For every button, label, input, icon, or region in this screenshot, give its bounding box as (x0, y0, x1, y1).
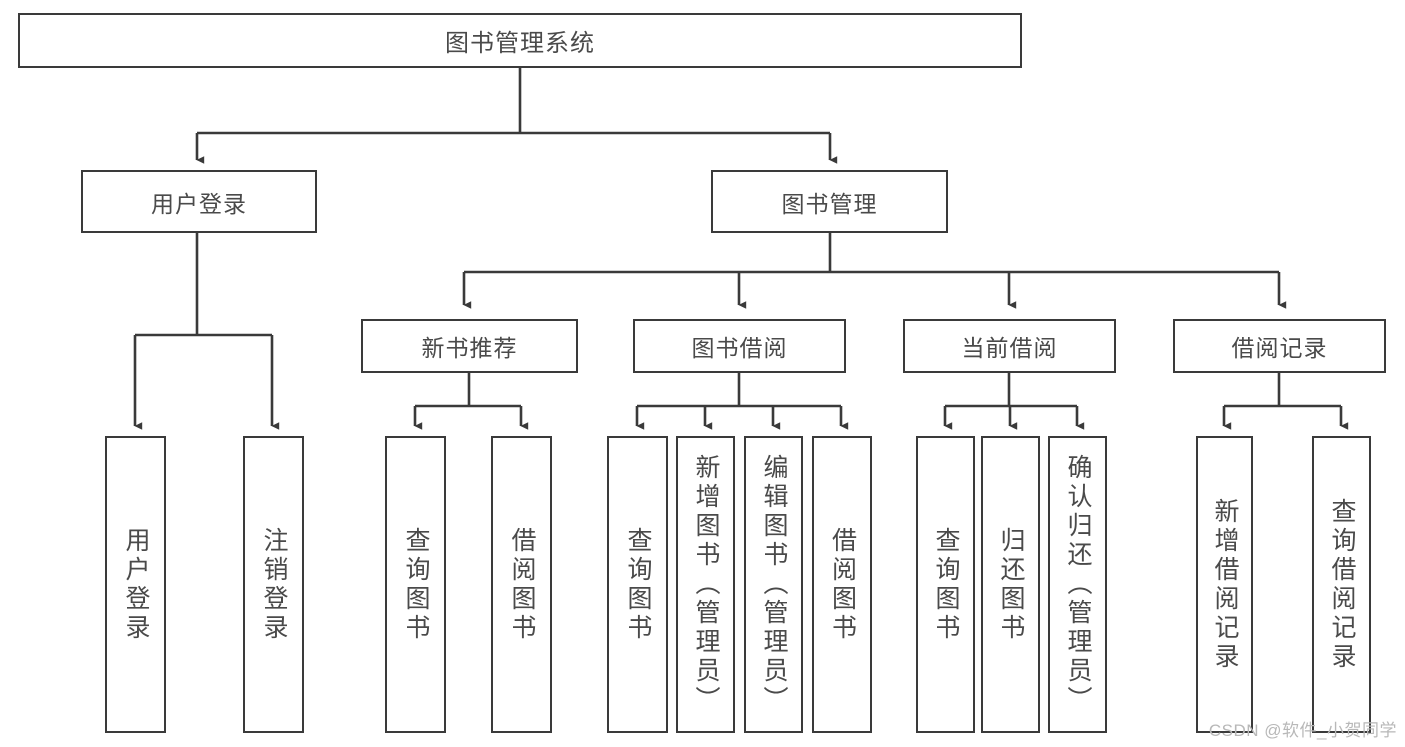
leaf-user-login: 用户登录 (105, 436, 166, 733)
node-root-system: 图书管理系统 (18, 13, 1022, 68)
leaf-label: 归还图书 (997, 526, 1025, 643)
csdn-watermark: CSDN @软件_小贺同学 (1208, 721, 1397, 740)
node-user-login: 用户登录 (81, 170, 317, 233)
leaf-label: 查询借阅记录 (1328, 497, 1356, 672)
leaf-label: 查询图书 (624, 526, 652, 643)
leaf-label: 借阅图书 (828, 526, 857, 643)
leaf-borrow-book-recommend: 借阅图书 (491, 436, 552, 733)
node-current-borrow: 当前借阅 (903, 319, 1116, 373)
node-book-borrow: 图书借阅 (633, 319, 846, 373)
leaf-label: 用户登录 (122, 526, 150, 643)
leaf-label: 新增借阅记录 (1211, 497, 1239, 672)
leaf-query-borrow-record: 查询借阅记录 (1312, 436, 1371, 733)
leaf-confirm-return-admin: 确认归还（管理员） (1048, 436, 1107, 733)
leaf-add-borrow-record: 新增借阅记录 (1196, 436, 1253, 733)
leaf-label: 确认归还（管理员） (1064, 454, 1092, 715)
node-book-management: 图书管理 (711, 170, 948, 233)
leaf-add-book-admin: 新增图书（管理员） (676, 436, 735, 733)
leaf-label: 编辑图书（管理员） (760, 454, 788, 715)
node-borrow-record: 借阅记录 (1173, 319, 1386, 373)
leaf-label: 新增图书（管理员） (692, 454, 720, 715)
leaf-logout-login: 注销登录 (243, 436, 304, 733)
leaf-label: 注销登录 (260, 526, 288, 643)
leaf-return-book: 归还图书 (981, 436, 1040, 733)
leaf-label: 查询图书 (932, 526, 960, 643)
leaf-borrow-book: 借阅图书 (812, 436, 872, 733)
leaf-query-book-borrow: 查询图书 (607, 436, 668, 733)
leaf-query-book-current: 查询图书 (916, 436, 975, 733)
leaf-edit-book-admin: 编辑图书（管理员） (744, 436, 803, 733)
leaf-query-book-recommend: 查询图书 (385, 436, 446, 733)
node-new-book-recommend: 新书推荐 (361, 319, 578, 373)
leaf-label: 查询图书 (402, 526, 430, 643)
leaf-label: 借阅图书 (508, 526, 536, 643)
